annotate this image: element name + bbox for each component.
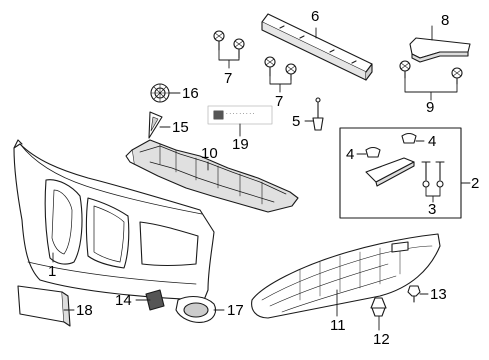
screw-fastener-part: [407, 285, 421, 303]
callout-10: 10: [201, 145, 218, 162]
bumper-cover-part: [13, 139, 215, 301]
triangle-reflector-part: [148, 111, 163, 139]
trim-piece-part: [145, 289, 165, 311]
callout-6: 6: [311, 8, 320, 25]
callout-7-upper: 7: [224, 70, 233, 87]
energy-absorber-part: [125, 139, 299, 213]
callout-5: 5: [292, 113, 301, 130]
fog-bezel-part: [175, 295, 217, 323]
callout-14: 14: [115, 292, 132, 309]
callout-11: 11: [330, 317, 346, 334]
callout-17: 17: [227, 302, 244, 319]
callout-2: 2: [471, 175, 480, 192]
mounting-bracket-part: [409, 37, 471, 63]
impact-bar-part: [261, 13, 373, 81]
label-plate-text: . . . . . . . . .: [226, 110, 255, 116]
callout-4-left: 4: [346, 146, 355, 163]
bolt-icon: [213, 30, 245, 59]
callout-1: 1: [48, 263, 57, 280]
callout-19: 19: [232, 136, 249, 153]
callout-15: 15: [172, 119, 189, 136]
callout-12: 12: [373, 331, 390, 348]
callout-13: 13: [430, 286, 447, 303]
bolt-icon: [264, 56, 297, 81]
round-clip-part: [150, 83, 170, 103]
pin-fastener-part: [312, 97, 324, 131]
license-bracket-part: [17, 285, 71, 327]
leader-lines: [52, 25, 471, 331]
callout-4-right: 4: [428, 133, 437, 150]
callout-16: 16: [182, 85, 199, 102]
bolt-icon: [399, 60, 463, 85]
splash-shield-part: [251, 233, 441, 319]
callout-3: 3: [428, 201, 437, 218]
callout-8: 8: [441, 12, 450, 29]
callout-9: 9: [426, 99, 435, 116]
callout-7-lower: 7: [275, 93, 284, 110]
callout-18: 18: [76, 302, 93, 319]
push-clip-part: [370, 297, 387, 317]
